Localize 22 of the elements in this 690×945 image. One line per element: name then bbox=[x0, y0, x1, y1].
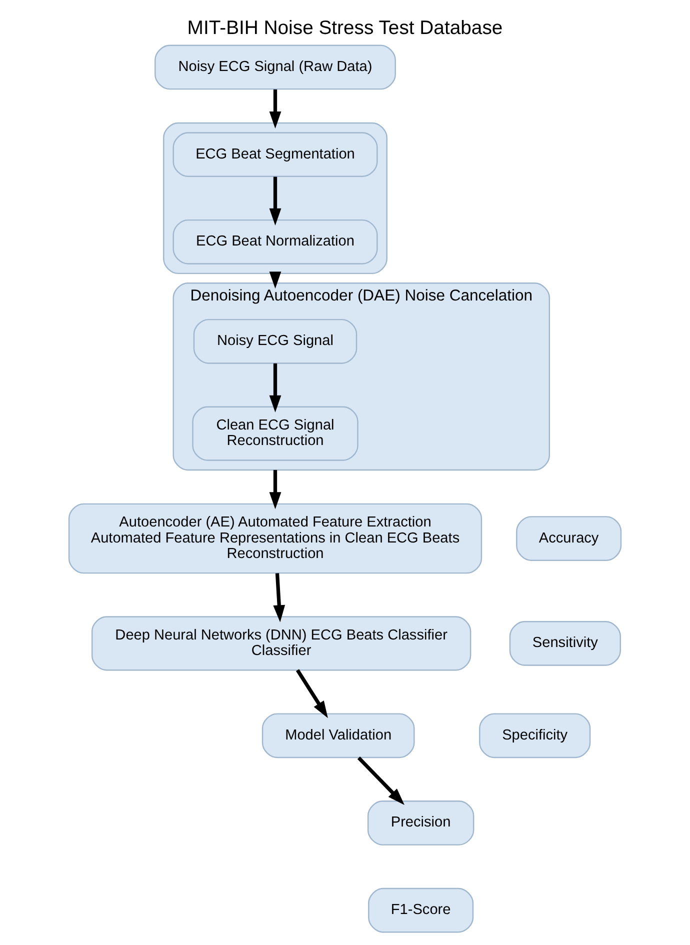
node-box: Noisy ECG Signal (Raw Data) bbox=[154, 44, 396, 90]
node-box: ECG Beat Segmentation bbox=[172, 132, 378, 177]
node-box: ECG Beat Normalization bbox=[172, 218, 378, 264]
arrow bbox=[269, 176, 282, 225]
node-box: Sensitivity bbox=[509, 620, 621, 666]
node-box: Accuracy bbox=[516, 516, 622, 560]
node-box: Noisy ECG Signal bbox=[193, 318, 358, 364]
node-box: Deep Neural Networks (DNN) ECG Beats Classifier Classifier bbox=[91, 616, 472, 670]
arrow bbox=[357, 756, 404, 804]
arrow bbox=[273, 572, 286, 622]
arrow bbox=[269, 469, 282, 509]
node-box: Specificity bbox=[479, 712, 591, 758]
arrow bbox=[269, 88, 282, 128]
node-box: Model Validation bbox=[262, 712, 415, 758]
node-box: Clean ECG Signal Reconstruction bbox=[192, 406, 358, 460]
arrow bbox=[296, 668, 328, 718]
diagram-title: MIT-BIH Noise Stress Test Database bbox=[187, 16, 503, 39]
cluster bbox=[163, 122, 388, 274]
node-box: Precision bbox=[367, 800, 474, 845]
node-box: F1-Score bbox=[368, 887, 474, 932]
node-box: Autoencoder (AE) Automated Feature Extraction Automated Feature Representations in Clean ECG Beats Reconstruction bbox=[68, 502, 482, 574]
arrow bbox=[269, 362, 282, 412]
